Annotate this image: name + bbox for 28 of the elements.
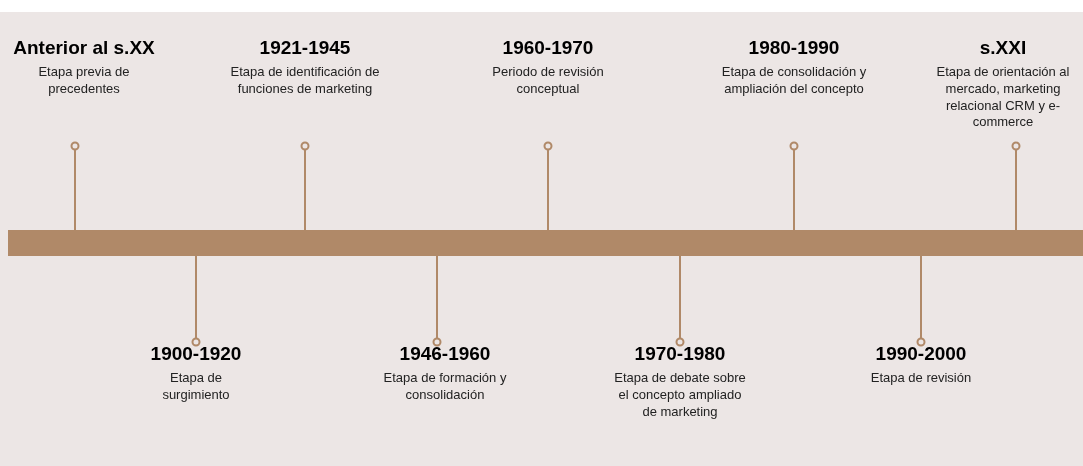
period-heading: 1960-1970 xyxy=(502,36,594,60)
period-heading: 1946-1960 xyxy=(399,342,491,366)
connector-stem xyxy=(432,255,442,347)
timeline-bar xyxy=(8,230,1083,256)
connector-stem xyxy=(191,255,201,347)
period-heading: 1990-2000 xyxy=(875,342,967,366)
stage-description: Periodo de revisión conceptual xyxy=(491,63,605,98)
stage-description: Etapa de debate sobre el concepto ampliado de marketing xyxy=(613,369,747,421)
connector-stem xyxy=(675,255,685,347)
connector-stem xyxy=(1011,141,1021,231)
connector-stem xyxy=(300,141,310,231)
stage-description: Etapa de surgimiento xyxy=(161,369,231,404)
stage-description: Etapa de revisión xyxy=(870,369,972,387)
connector-stem xyxy=(543,141,553,231)
stage-description: Etapa de formación y consolidación xyxy=(382,369,508,404)
stage-description: Etapa de identificación de funciones de marketing xyxy=(229,63,381,98)
period-heading: Anterior al s.XX xyxy=(13,36,155,60)
stage-description: Etapa de consolidación y ampliación del concepto xyxy=(720,63,868,98)
connector-stem xyxy=(916,255,926,347)
stage-description: Etapa previa de precedentes xyxy=(37,63,131,98)
stage-description: Etapa de orientación al mercado, marketing relacional CRM y e-commerce xyxy=(935,63,1071,132)
period-heading: s.XXI xyxy=(979,36,1027,60)
connector-stem xyxy=(789,141,799,231)
period-heading: 1900-1920 xyxy=(150,342,242,366)
period-heading: 1980-1990 xyxy=(748,36,840,60)
period-heading: 1970-1980 xyxy=(634,342,726,366)
period-heading: 1921-1945 xyxy=(259,36,351,60)
connector-stem xyxy=(70,141,80,231)
